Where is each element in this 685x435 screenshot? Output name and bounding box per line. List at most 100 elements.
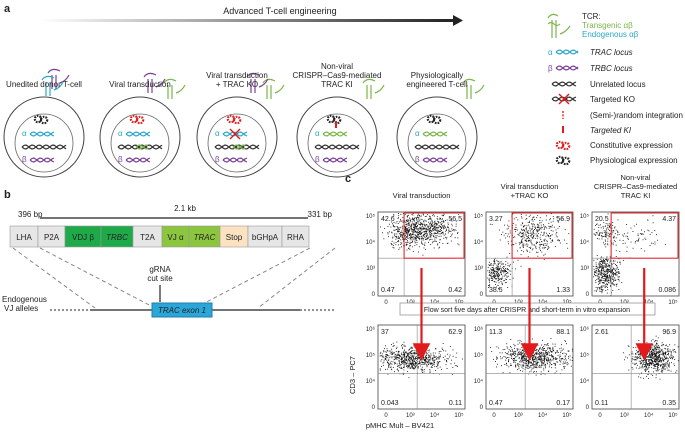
scatter-point [398,217,399,219]
scatter-point [412,230,414,231]
scatter-point [393,222,395,223]
scatter-point [634,242,636,244]
scatter-point [436,358,438,360]
scatter-point [664,359,665,361]
scatter-point [410,225,412,226]
scatter-point [555,357,557,359]
scatter-point [656,343,658,344]
scatter-point [408,222,409,224]
scatter-point [539,365,541,367]
scatter-point [612,269,613,271]
scatter-point [393,233,395,235]
scatter-point [540,374,542,375]
scatter-point [655,362,657,364]
scatter-point [515,226,517,228]
scatter-point [605,277,607,279]
scatter-point [443,226,445,228]
scatter-point [545,344,547,346]
scatter-point [546,359,548,361]
scatter-point [386,350,388,351]
scatter-point [402,351,404,353]
scatter-point [633,225,635,227]
scatter-point [383,364,384,366]
legend-icon [555,49,579,55]
scatter-point [562,353,563,354]
scatter-point [390,353,392,355]
scatter-point [538,350,539,352]
scatter-point [596,268,598,270]
scatter-point [487,277,489,279]
scatter-point [502,270,504,271]
scatter-point [411,237,412,239]
scatter-point [608,265,610,267]
scatter-point [542,339,543,341]
scatter-point [674,359,676,360]
scatter-point [439,218,441,220]
legend-label: TRAC locus [590,48,633,57]
scatter-point [426,359,428,361]
scatter-point [556,216,558,218]
scatter-point [498,262,500,264]
scatter-point [613,272,614,273]
scatter-point [540,234,542,236]
scatter-point [406,352,408,354]
y-tick-label: 10⁴ [366,239,376,246]
scatter-point [601,285,603,287]
scatter-point [593,259,595,261]
scatter-point [503,356,505,357]
scatter-point [609,278,611,279]
scatter-point [429,229,431,231]
trac-locus [322,131,348,137]
scatter-points [490,338,573,376]
scatter-point [669,356,670,358]
scatter-point [651,359,653,361]
scatter-point [512,213,514,215]
scatter-point [670,358,671,359]
scatter-point [667,364,669,366]
scatter-point [608,282,610,284]
scatter-point [493,271,495,273]
scatter-point [387,350,389,352]
scatter-point [426,354,427,356]
scatter-point [606,260,608,261]
scatter-point [388,365,389,367]
scatter-point [523,251,524,253]
physiological-expression-icon [326,114,342,125]
scatter-point [408,353,410,355]
scatter-point [657,368,658,370]
scatter-point [605,290,607,291]
scatter-point [419,222,421,224]
scatter-point [412,367,414,369]
scatter-point [415,231,417,233]
scatter-point [646,375,648,377]
targeted-ko-icon [229,128,241,140]
scatter-point [406,360,408,362]
scatter-point [420,222,422,224]
scatter-point [505,270,506,272]
scatter-point [414,351,416,353]
scatter-point [432,228,434,230]
scatter-point [412,355,414,357]
scatter-point [543,225,545,227]
targeted-ki-icon [562,126,564,133]
scatter-point [599,280,601,281]
scatter-point [421,236,423,238]
panel-label-c: c [345,173,351,185]
scatter-point [654,365,656,366]
y-tick-label: 10³ [580,266,589,272]
scatter-point [510,346,511,347]
scatter-point [631,353,633,355]
scatter-point [493,275,495,277]
scatter-point [394,361,396,363]
scatter-point [515,366,517,368]
scatter-point [491,269,493,270]
scatter-point [531,236,533,238]
scatter-point [519,231,521,233]
scatter-point [554,345,556,347]
scatter-point [673,356,675,358]
scatter-point [438,361,440,363]
scatter-point [398,360,400,362]
scatter-point [540,355,541,357]
scatter-point [438,351,440,352]
scatter-point [547,348,548,350]
